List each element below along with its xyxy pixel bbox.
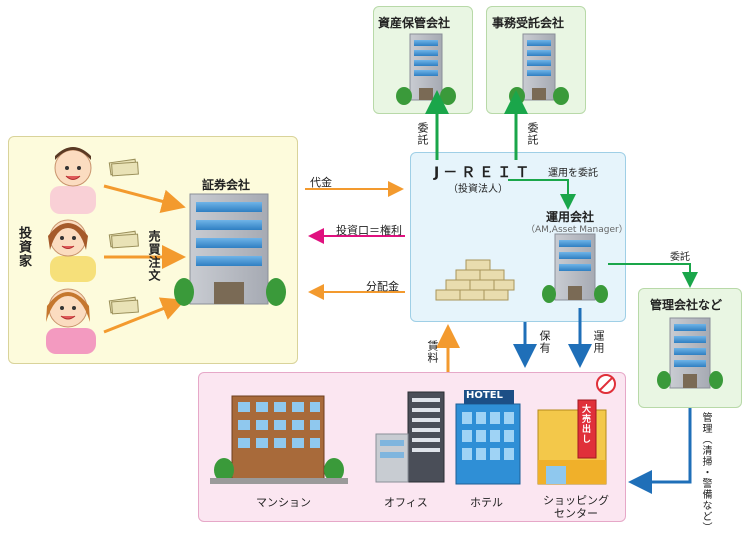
custody-building-icon [396,33,456,105]
consign-pm-arrow [608,263,698,288]
asset-manager-subtitle: （AM,Asset Manager） [526,225,628,235]
shopping-center-icon [537,374,616,485]
trade-order-label: 売買注文 [147,230,161,282]
hold-label: 保有 [538,330,551,354]
distribution-label: 分配金 [366,280,399,293]
asset-manager-building-icon [542,233,608,303]
investor-2-icon [48,219,96,282]
delegate-arrow [508,179,576,210]
investors-label: 投資家 [16,226,31,268]
jreit-title: J－ＲＥＩＴ [434,165,534,181]
admin-company-title: 事務受託会社 [492,16,565,30]
hotel-sign: HOTEL [466,390,503,401]
custody-company-title: 資産保管会社 [378,16,451,30]
management-label: 管理（清掃・警備など） [700,412,711,533]
management-arrow [628,408,692,494]
admin-building-icon [509,33,569,105]
office-label: オフィス [384,496,428,509]
price-label: 代金 [310,176,332,189]
order-arrow-1 [103,184,186,214]
investor-1-icon [50,147,96,214]
consign-right-label: 委託 [526,122,539,146]
office-building-icon [375,391,445,483]
mansion-label: マンション [256,496,311,509]
consign-pm-label: 委託 [670,252,690,263]
shopping-center-label: ショッピングセンター [543,494,609,520]
sale-sign: 大売出し [580,404,590,444]
asset-manager-title: 運用会社 [546,210,595,224]
consign-left-label: 委託 [416,122,429,146]
unit-rights-label: 投資口＝権利 [336,224,402,237]
property-mgmt-building-icon [657,317,723,389]
rent-label: 賃料 [426,340,439,364]
gold-bars-icon [435,259,515,301]
hotel-label: ホテル [470,496,503,509]
jreit-subtitle: （投資法人） [448,184,508,195]
securities-building-icon [174,193,286,306]
operate-label: 運用 [592,330,605,354]
order-arrow-3 [103,297,186,334]
investor-3-icon [46,288,96,354]
money-bills-icon [108,158,139,315]
securities-title: 証券会社 [202,178,251,192]
property-mgmt-title: 管理会社など [650,298,723,312]
mansion-building-icon [210,395,348,484]
hotel-building-icon [455,390,521,485]
delegate-operation-label: 運用を委託 [548,168,598,179]
